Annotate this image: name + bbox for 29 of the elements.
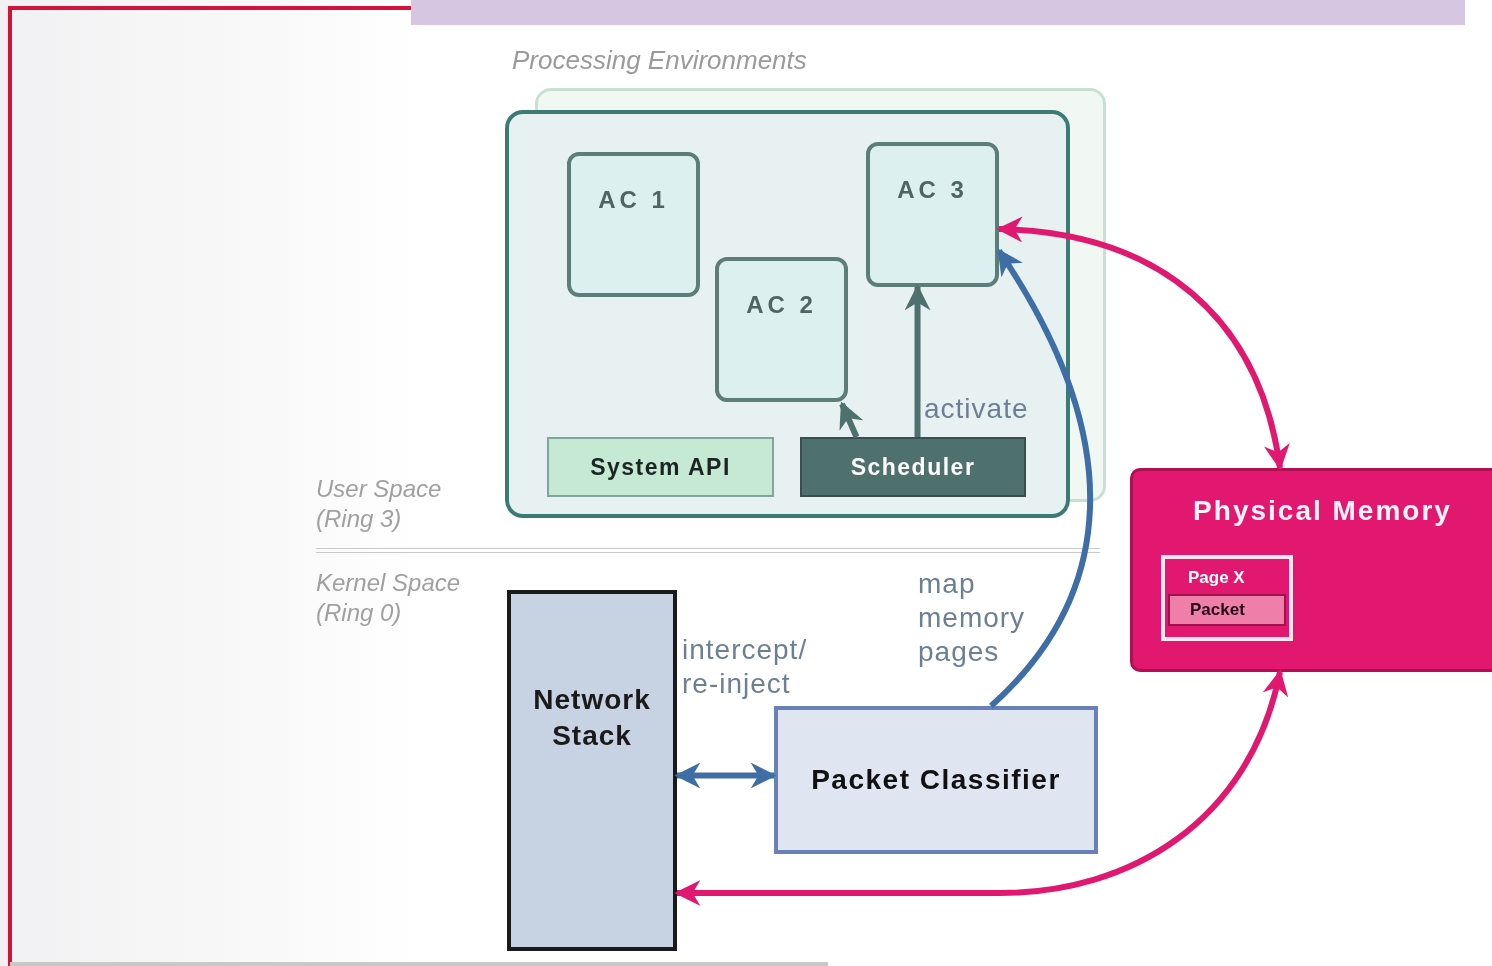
box-label: AC 3: [897, 176, 968, 204]
module-bar: [800, 437, 1026, 497]
process-box: [715, 257, 848, 402]
box-label: AC 2: [746, 291, 817, 319]
process-box: [774, 706, 1098, 854]
bar-label: Scheduler: [850, 453, 976, 481]
process-box: [866, 142, 999, 287]
group-title: Processing Environments: [512, 45, 807, 76]
box-label: AC 1: [598, 186, 669, 214]
box-label: Packet Classifier: [811, 764, 1061, 796]
block-title: Physical Memory: [1193, 495, 1452, 528]
arrow: [988, 248, 1093, 709]
edge-label: map memory pages: [918, 567, 1027, 669]
page-row: Packet: [1168, 594, 1286, 626]
layer-label: Kernel Space (Ring 0): [316, 568, 462, 628]
arrow: [904, 284, 931, 437]
memory-block: [1130, 468, 1492, 672]
page-title: Page X: [1187, 567, 1246, 588]
module-bar: [547, 437, 774, 497]
double-arrow: [674, 762, 777, 789]
double-arrow: [674, 669, 1287, 906]
arrow: [839, 401, 864, 439]
process-box: [567, 152, 700, 297]
bar-label: System API: [590, 453, 731, 481]
page-box: [1161, 555, 1293, 641]
layer-label: User Space (Ring 3): [316, 474, 443, 534]
stack-box: [507, 590, 677, 951]
double-arrow: [996, 217, 1289, 471]
box-label: Network Stack: [532, 683, 652, 753]
